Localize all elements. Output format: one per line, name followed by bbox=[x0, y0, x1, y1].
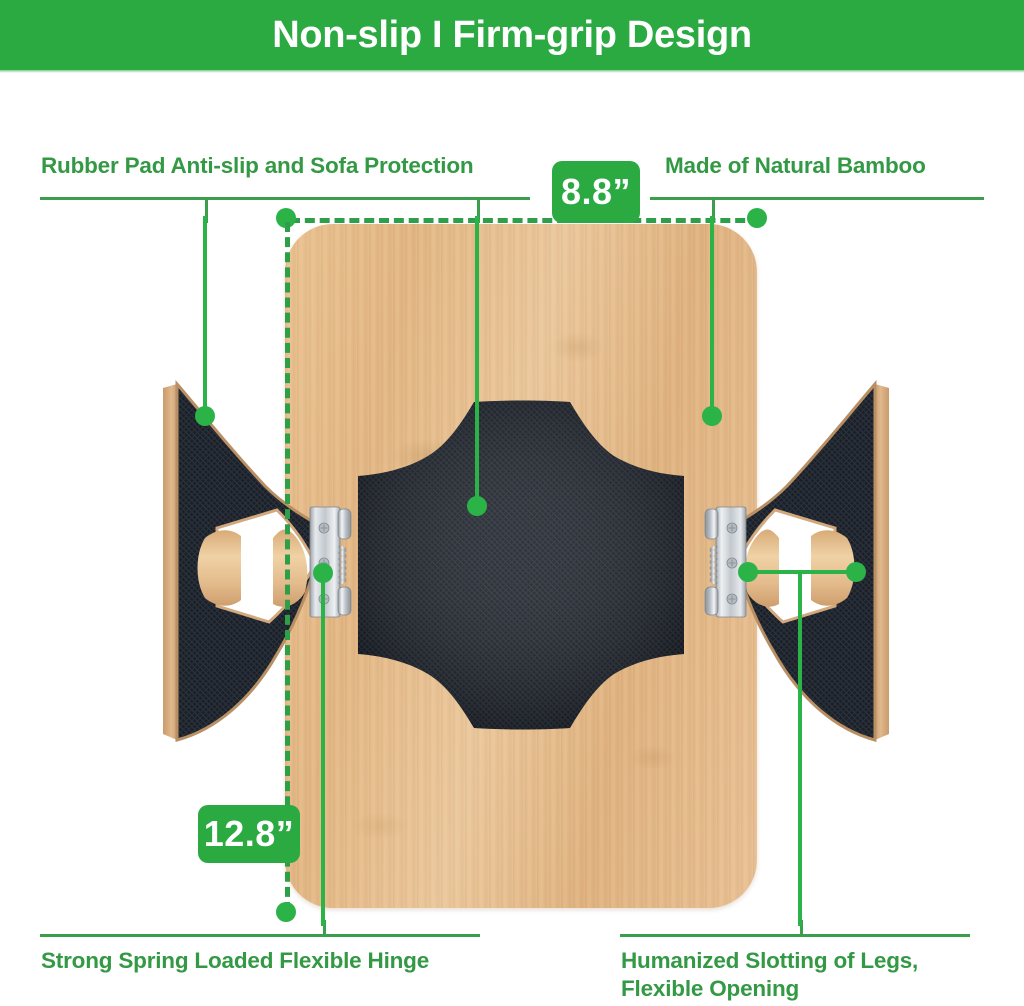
bamboo-leader-to-board bbox=[710, 216, 714, 416]
right-spring-hinge bbox=[700, 503, 748, 621]
hinge-callout-rule bbox=[40, 934, 480, 937]
width-dimension-dot-left bbox=[276, 208, 296, 228]
rubber-pad-leader-to-leg bbox=[203, 216, 207, 416]
bamboo-callout-rule bbox=[650, 197, 984, 200]
rubber-pad-center-dot bbox=[467, 496, 487, 516]
callout-label-natural-bamboo: Made of Natural Bamboo bbox=[665, 153, 926, 178]
rubber-pad-callout-rule bbox=[40, 197, 530, 200]
length-dimension-badge: 12.8” bbox=[198, 805, 300, 863]
bamboo-board-dot bbox=[702, 406, 722, 426]
slotting-dot-right bbox=[846, 562, 866, 582]
header-banner: Non-slip I Firm-grip Design bbox=[0, 0, 1024, 70]
right-folding-leg bbox=[702, 378, 897, 750]
rubber-anti-slip-pad bbox=[356, 400, 686, 730]
slotting-leader-vertical bbox=[798, 572, 802, 926]
length-dimension-dot-bottom bbox=[276, 902, 296, 922]
rubber-pad-leader-to-center bbox=[475, 216, 479, 506]
slotting-dot-left bbox=[738, 562, 758, 582]
left-folding-leg bbox=[155, 378, 340, 750]
callout-label-leg-slotting-line2: Flexible Opening bbox=[621, 976, 800, 1001]
bamboo-callout-stem bbox=[712, 197, 715, 223]
length-dimension-line bbox=[285, 222, 290, 912]
rubber-pad-callout-stem-left bbox=[205, 197, 208, 223]
callout-label-leg-slotting-line1: Humanized Slotting of Legs, bbox=[621, 948, 919, 973]
page-title: Non-slip I Firm-grip Design bbox=[272, 13, 752, 56]
hinge-leader-to-hinge bbox=[321, 578, 325, 926]
hinge-dot bbox=[313, 563, 333, 583]
slotting-callout-stem bbox=[800, 920, 803, 936]
rubber-pad-callout-stem-right bbox=[477, 197, 480, 223]
width-dimension-line bbox=[290, 218, 760, 223]
width-dimension-dot-right bbox=[747, 208, 767, 228]
hinge-callout-stem bbox=[323, 920, 326, 936]
width-dimension-badge: 8.8” bbox=[552, 161, 640, 223]
header-banner-edge bbox=[0, 70, 1024, 73]
callout-label-spring-hinge: Strong Spring Loaded Flexible Hinge bbox=[41, 948, 430, 973]
slotting-callout-rule bbox=[620, 934, 970, 937]
left-spring-hinge bbox=[308, 503, 356, 621]
callout-label-rubber-pad: Rubber Pad Anti-slip and Sofa Protection bbox=[41, 153, 474, 178]
slotting-leader-horizontal bbox=[746, 570, 856, 574]
rubber-pad-leg-dot bbox=[195, 406, 215, 426]
